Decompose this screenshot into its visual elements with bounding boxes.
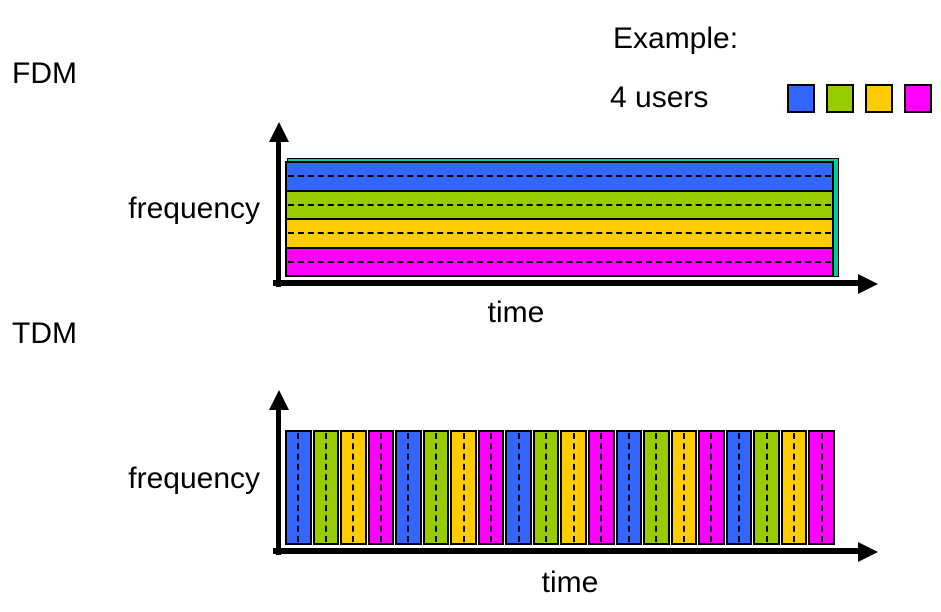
dashed-midline [600, 433, 603, 542]
fdm-x-axis [273, 280, 860, 286]
tdm-slot-user2 [312, 430, 340, 545]
tdm-slot-user3 [560, 430, 588, 545]
tdm-slot-user3 [450, 430, 477, 545]
fdm-y-axis-label: frequency [128, 192, 260, 225]
dashed-midline [627, 433, 630, 542]
dashed-midline [379, 433, 382, 542]
tdm-slot-user2 [753, 430, 780, 545]
dashed-midline [297, 433, 300, 542]
dashed-midline [407, 433, 410, 542]
tdm-slot-user1 [395, 430, 422, 545]
dashed-midline [710, 433, 713, 542]
dashed-midline [462, 433, 465, 542]
dashed-midline [517, 433, 520, 542]
fdm-y-axis [276, 140, 281, 287]
tdm-slot-user4 [477, 430, 505, 545]
dashed-midline [655, 433, 658, 542]
tdm-slot-user3 [780, 430, 808, 545]
dashed-midline [288, 203, 831, 206]
dashed-midline [682, 433, 685, 542]
fdm-y-axis-arrow-icon [269, 122, 289, 142]
fdm-x-axis-label: time [487, 296, 545, 329]
dashed-midline [572, 433, 575, 542]
tdm-slot-user4 [698, 430, 725, 545]
tdm-slot-user4 [588, 430, 615, 545]
fdm-band-user2 [287, 189, 832, 218]
example-caption-line1: Example: [613, 22, 739, 55]
fdm-band-user3 [287, 218, 832, 247]
dashed-midline [765, 433, 768, 542]
fdm-title: FDM [12, 57, 77, 90]
dashed-midline [435, 433, 437, 542]
tdm-x-axis-label: time [541, 566, 599, 599]
tdm-slot-user1 [285, 430, 312, 545]
tdm-slot-user2 [643, 430, 670, 545]
dashed-midline [738, 433, 741, 542]
dashed-midline [490, 433, 493, 542]
tdm-slot-user1 [615, 430, 643, 545]
tdm-slot-user1 [725, 430, 753, 545]
fdm-x-axis-arrow-icon [858, 274, 878, 294]
tdm-title: TDM [12, 317, 77, 350]
dashed-midline [288, 260, 831, 263]
fdm-band-user1 [287, 163, 832, 190]
tdm-y-axis-arrow-icon [269, 390, 289, 410]
tdm-y-axis [276, 408, 281, 555]
dashed-midline [288, 175, 831, 178]
tdm-slot-user4 [367, 430, 395, 545]
legend-swatch-user1 [787, 84, 815, 113]
legend [787, 84, 932, 113]
tdm-slot-user3 [340, 430, 367, 545]
tdm-slot-user4 [808, 430, 835, 545]
fdm-band-stack [285, 161, 834, 277]
dashed-midline [545, 433, 548, 542]
dashed-midline [288, 232, 831, 235]
fdm-band-user4 [287, 246, 832, 275]
legend-swatch-user2 [826, 84, 854, 113]
tdm-slot-user2 [532, 430, 560, 545]
tdm-x-axis-arrow-icon [858, 542, 878, 562]
tdm-x-axis [273, 548, 860, 554]
dashed-midline [324, 433, 327, 542]
tdm-y-axis-label: frequency [128, 462, 260, 495]
example-caption-line2: 4 users [610, 81, 709, 114]
tdm-slot-user1 [505, 430, 532, 545]
dashed-midline [820, 433, 823, 542]
tdm-slot-user3 [670, 430, 698, 545]
tdm-slot-stack [285, 430, 835, 545]
tdm-slot-user2 [422, 430, 450, 545]
dashed-midline [352, 433, 355, 542]
dashed-midline [793, 433, 796, 542]
legend-swatch-user4 [904, 84, 932, 113]
legend-swatch-user3 [865, 84, 893, 113]
